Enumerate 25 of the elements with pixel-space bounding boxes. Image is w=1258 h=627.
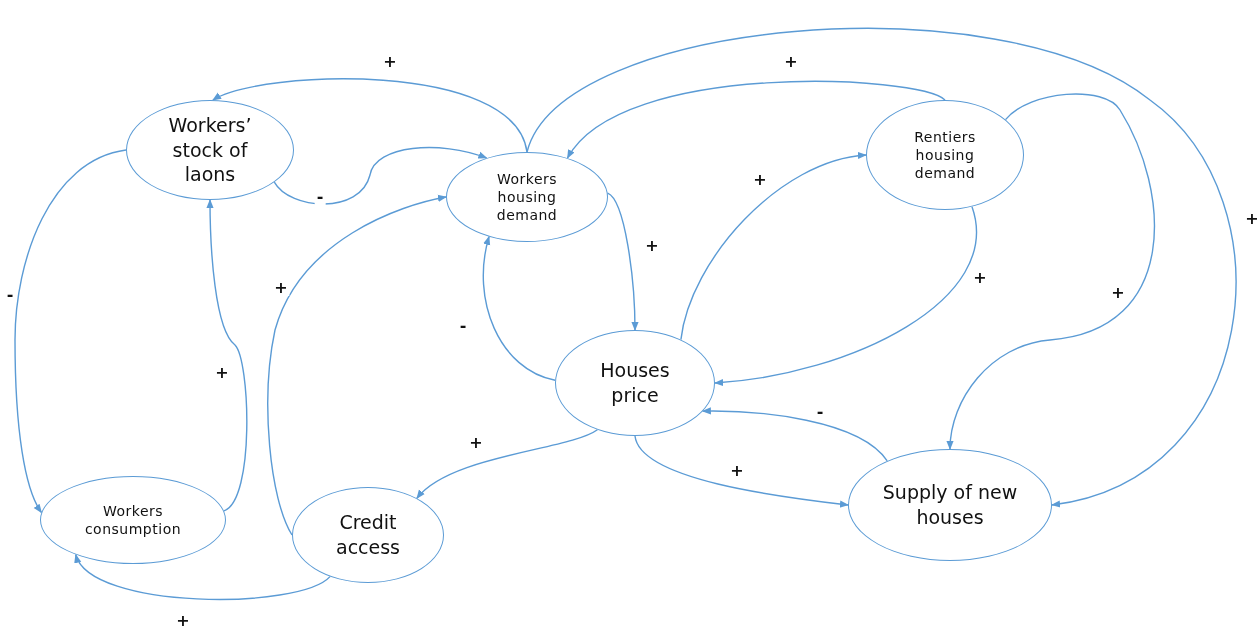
node-label: Workers housing demand: [495, 169, 559, 225]
arrow: [680, 152, 867, 341]
arrow: [634, 435, 849, 508]
edge-label: +: [1243, 211, 1258, 227]
arrow: [701, 407, 888, 462]
arrow: [14, 149, 127, 514]
node-label: Supply of new houses: [881, 480, 1019, 530]
arrow: [267, 195, 447, 536]
arrow: [212, 78, 528, 153]
arrow: [566, 80, 946, 159]
arrow: [526, 27, 1237, 507]
arrow: [946, 93, 1156, 450]
arrow: [75, 553, 331, 601]
edge-label: +: [272, 280, 290, 296]
node-label: Houses price: [599, 358, 671, 408]
node-label: Workers consumption: [83, 501, 183, 539]
arrow: [273, 146, 488, 205]
arrow: [482, 235, 556, 381]
node-label: Credit access: [335, 510, 401, 560]
node-label: Rentiers housing demand: [913, 127, 977, 183]
arrow: [714, 206, 978, 386]
arrow: [416, 429, 599, 499]
arrow: [607, 192, 639, 331]
node-label: Workers’ stock of laons: [167, 112, 253, 188]
arrow: [206, 199, 248, 512]
